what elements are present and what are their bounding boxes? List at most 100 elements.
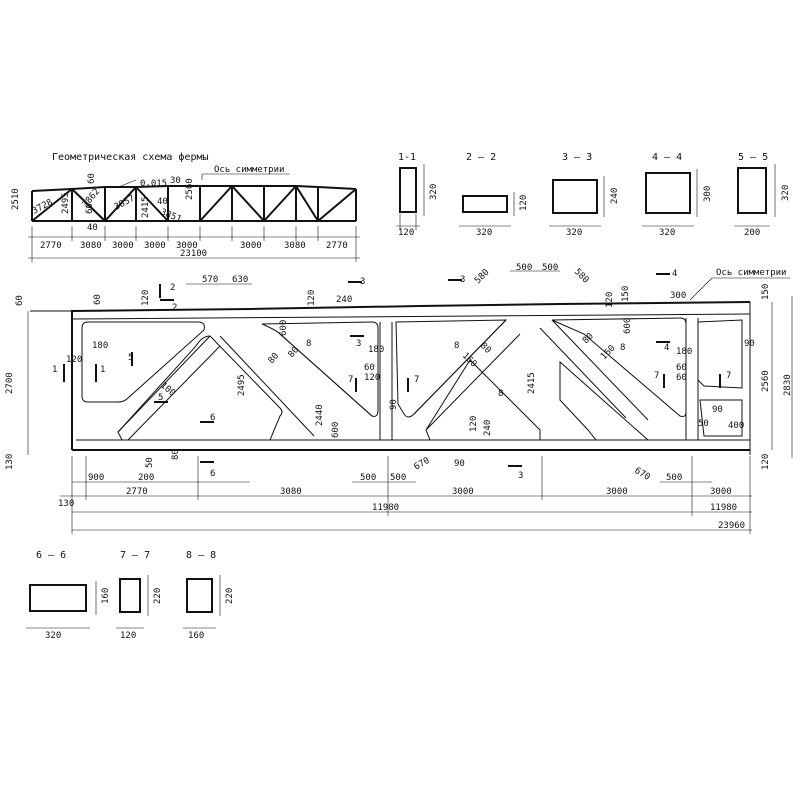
- elevation-inner-dim: 90: [744, 339, 755, 349]
- section-2-2: 2 – 2 320 120: [459, 152, 529, 238]
- section-height: 320: [781, 185, 791, 201]
- scheme-member: 40: [87, 223, 98, 233]
- scheme-member: 3728: [31, 198, 55, 217]
- scheme-total: 23100: [180, 249, 207, 259]
- elevation-bottom-dim: 80: [171, 449, 181, 460]
- elevation-inner-dim: 60: [676, 373, 687, 383]
- elevation-right-height: 2830: [783, 374, 793, 396]
- sections-top: 1-1 120 320 2 – 2 320 120 3 – 3 320 240 …: [396, 152, 791, 238]
- elevation-inner-dim: 120: [66, 355, 82, 365]
- elevation-inner-dim: 2440: [315, 404, 325, 426]
- elevation-inner-dim: 60: [93, 294, 103, 305]
- elevation-inner-dim: 120: [605, 292, 615, 308]
- section-width: 120: [120, 631, 136, 641]
- elevation-top-chord-inner: [71, 313, 751, 320]
- elevation-span: 2770: [126, 487, 148, 497]
- cut-mark: 8: [620, 343, 625, 353]
- elevation-span: 3000: [710, 487, 732, 497]
- section-height: 120: [519, 195, 529, 211]
- cut-mark: 7: [726, 371, 731, 381]
- section-id: 4 – 4: [652, 152, 682, 163]
- elevation-top-dim: 500: [516, 263, 532, 273]
- scheme-member: 3851: [159, 208, 183, 225]
- cut-mark: 8: [306, 339, 311, 349]
- cut-mark: 2: [170, 283, 175, 293]
- scheme-span: 2770: [326, 241, 348, 251]
- scheme-span: 3080: [284, 241, 306, 251]
- elevation-bottom-dim: 90: [454, 459, 465, 469]
- scheme-span: 3000: [176, 241, 198, 251]
- elevation-inner-dim: 90: [389, 399, 399, 410]
- scheme-height-mid: 60: [87, 173, 97, 184]
- elevation-inner-dim: 120: [307, 290, 317, 306]
- elevation-edge-dim: 60: [15, 295, 25, 306]
- section-id: 2 – 2: [466, 152, 496, 163]
- section-id: 1-1: [398, 152, 416, 163]
- elevation-bottom-dim: 500: [390, 473, 406, 483]
- elevation-bottom-dim: 670: [633, 466, 652, 483]
- section-width: 320: [476, 228, 492, 238]
- section-height: 320: [429, 184, 439, 200]
- cut-mark: 3: [360, 277, 365, 287]
- scheme-member: 3857: [113, 194, 137, 213]
- section-width: 200: [744, 228, 760, 238]
- elevation-half: 11980: [372, 503, 399, 513]
- section-id: 7 – 7: [120, 550, 150, 561]
- elevation-span: 130: [58, 499, 74, 509]
- cut-mark: 8: [454, 341, 459, 351]
- scheme-span-dimensions: 2770 3080 3000 3000 3000 3000 3080 2770 …: [28, 226, 360, 262]
- cut-mark: 1: [52, 365, 57, 375]
- truss-elevation: Ось симметрии 2700 60 130 2560 2830 150 …: [5, 263, 793, 534]
- section-7-7: 7 – 7 120 220: [116, 550, 163, 641]
- section-width: 320: [45, 631, 61, 641]
- section-height: 160: [101, 588, 111, 604]
- elevation-inner-dim: 240: [336, 295, 352, 305]
- elevation-bottom-dim: 400: [728, 421, 744, 431]
- elevation-inner-dim: 80: [478, 341, 493, 356]
- elevation-span-dimensions: 130 2770 3080 3000 3000 3000 11980 11980…: [58, 456, 752, 534]
- scheme-title: Геометрическая схема фермы: [52, 151, 209, 163]
- cut-mark: 7: [654, 371, 659, 381]
- section-height: 300: [703, 186, 713, 202]
- scheme-span: 3000: [144, 241, 166, 251]
- scheme-slope: 0,015: [140, 179, 167, 189]
- elevation-top-dim: 500: [542, 263, 558, 273]
- elevation-inner-dim: 160: [460, 351, 479, 370]
- elevation-bottom-dim: 500: [666, 473, 682, 483]
- section-width: 320: [566, 228, 582, 238]
- elevation-bottom-dim: 120: [469, 416, 479, 432]
- elevation-inner-dim: 2495: [237, 374, 247, 396]
- elevation-edge-dim: 120: [761, 454, 771, 470]
- section-height: 220: [153, 588, 163, 604]
- elevation-inner-dim: 180: [676, 347, 692, 357]
- scheme-member: 2495: [61, 192, 71, 214]
- scheme-height-left: 2510: [11, 188, 21, 210]
- section-6-6: 6 – 6 320 160: [26, 550, 111, 641]
- scheme-span: 3000: [240, 241, 262, 251]
- scheme-web-members: [31, 185, 357, 222]
- cut-mark: 1: [100, 365, 105, 375]
- cut-mark: 4: [664, 343, 669, 353]
- cut-mark: 7: [348, 375, 353, 385]
- scheme-member: 30: [170, 176, 181, 186]
- cut-mark: 8: [498, 389, 503, 399]
- elevation-top-dim: 630: [232, 275, 248, 285]
- elevation-bottom-dim: 240: [483, 420, 493, 436]
- elevation-inner-dim: 120: [141, 290, 151, 306]
- elevation-bottom-dim: 670: [413, 456, 432, 473]
- section-width: 320: [659, 228, 675, 238]
- elevation-inner-dim: 600: [623, 318, 633, 334]
- elevation-bottom-dim: 500: [360, 473, 376, 483]
- cut-mark: 4: [672, 269, 677, 279]
- section-id: 3 – 3: [562, 152, 592, 163]
- cut-mark: 3: [460, 275, 465, 285]
- elevation-inner-dim: 600: [279, 320, 289, 336]
- section-id: 5 – 5: [738, 152, 768, 163]
- elevation-bottom-dim: 900: [88, 473, 104, 483]
- elevation-edge-dim: 130: [5, 454, 15, 470]
- elevation-inner-dim: 180: [368, 345, 384, 355]
- elevation-total: 23960: [718, 521, 745, 531]
- elevation-edge-dim: 150: [761, 284, 771, 300]
